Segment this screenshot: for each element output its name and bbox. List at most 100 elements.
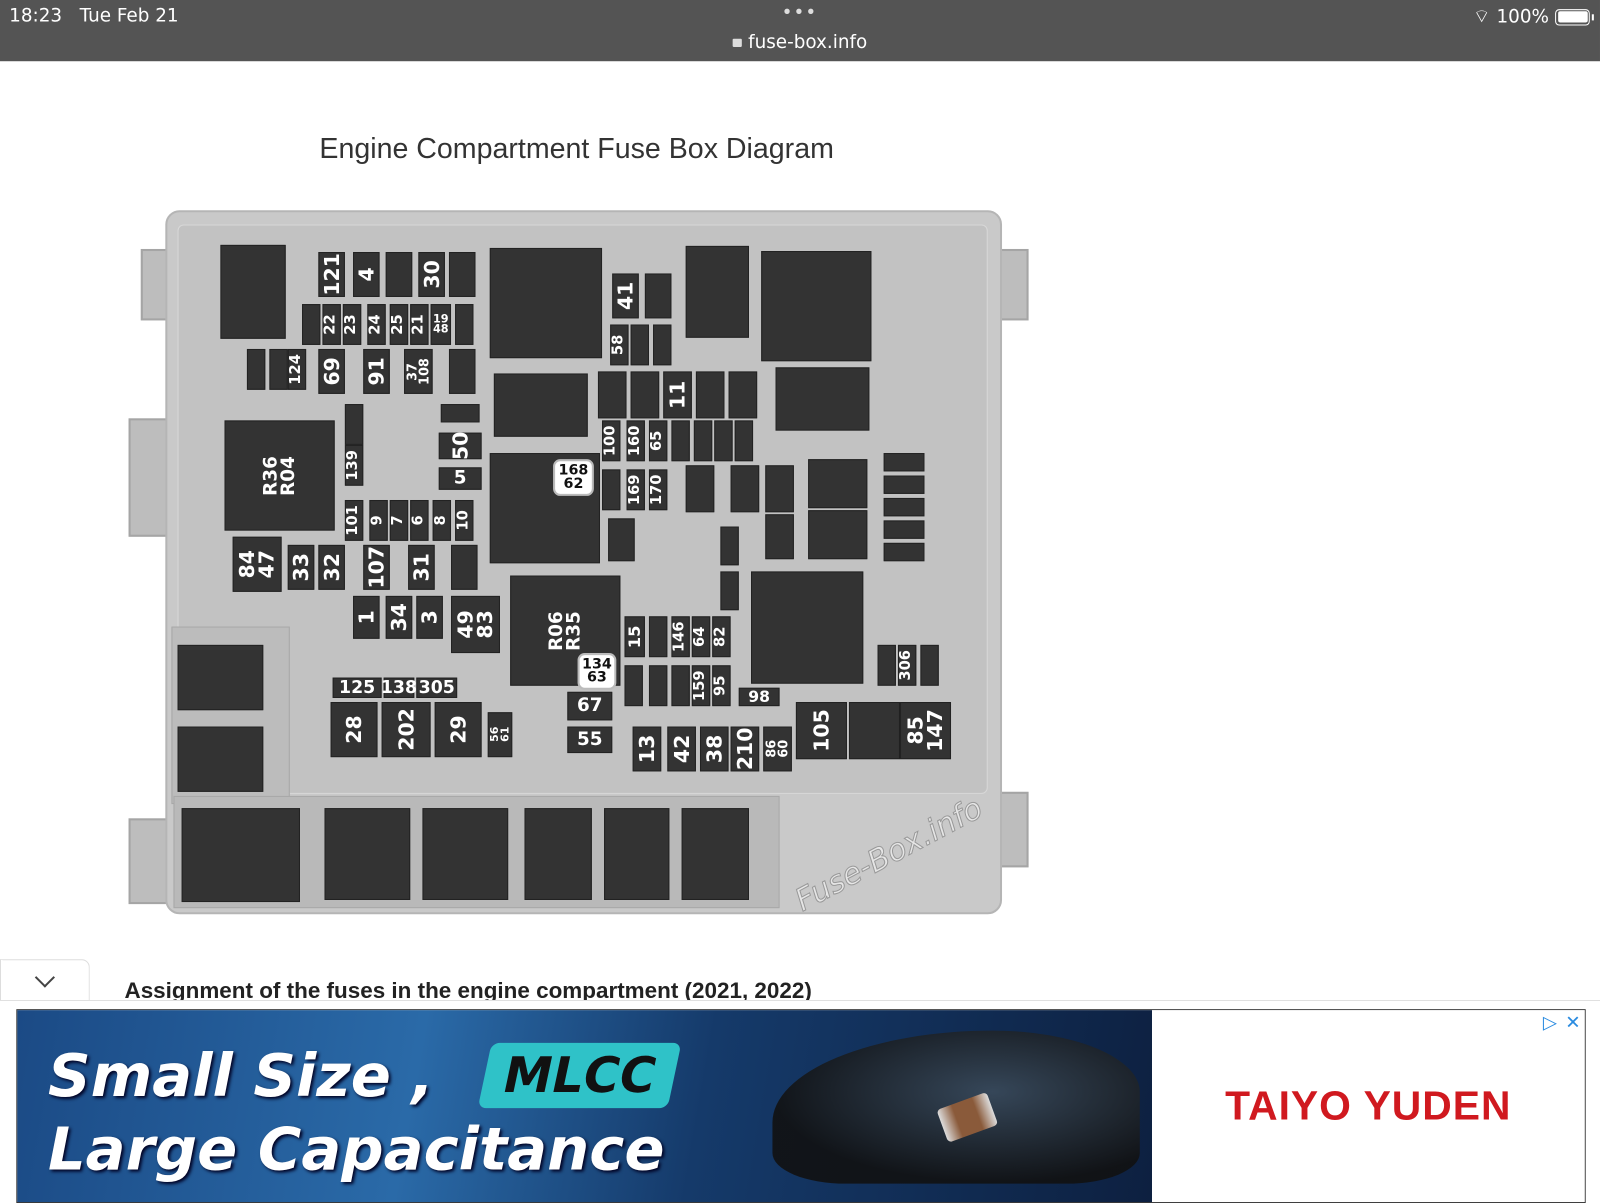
fuse: 69 [318,348,345,394]
fuse: 29 [434,702,482,758]
address-bar[interactable]: fuse-box.info [0,32,1600,53]
url-text: fuse-box.info [748,31,868,54]
page-title: Engine Compartment Fuse Box Diagram [319,132,834,165]
fuse [653,324,672,366]
battery-icon [1555,8,1594,25]
fuse-label: 7 [389,515,407,526]
fuse: 138 [380,677,418,698]
fuse [734,420,754,462]
fuse-label: 95 [712,675,729,696]
fuse: 33 [287,544,315,590]
fuse: 49 83 [451,595,500,654]
relay [422,808,509,900]
fuse-label: 8 [432,515,450,526]
fuse-label: 49 83 [453,610,497,639]
fuse-label: 5 [453,467,467,490]
fuse [451,544,478,590]
multitask-dots-icon[interactable]: ••• [781,2,818,24]
fuse: 107 [363,544,390,590]
fuse: 124 [287,348,307,390]
fuse: 159 [691,665,711,707]
fuse [877,644,896,686]
fuse [440,404,480,423]
browser-status-bar: 18:23 Tue Feb 21 ••• fuse-box.info ⌔ 100… [0,0,1600,62]
relay [524,808,592,900]
fuse-callout: 134 63 [577,653,617,690]
fuse-label: 69 [318,357,344,386]
relay [220,244,286,339]
fuse [685,465,715,513]
collapse-button[interactable] [0,959,90,1002]
fuse-label: 168 62 [558,461,589,492]
fuse-label: 38 [701,734,727,764]
fuse: 50 [438,431,482,461]
fuse-label: 107 [363,546,389,589]
fuse-label: 138 [380,677,418,698]
relay [761,251,872,362]
fuse: 67 [567,691,613,721]
fuse [693,420,713,462]
fuse [883,453,925,472]
fuse-label: 306 [898,649,915,681]
fuse-label: 3 [416,610,442,625]
fuse: 121 [318,252,345,297]
adchoices-icon[interactable]: ▷ [1542,1012,1558,1034]
fuse [269,348,288,390]
fuse-label: 9 [369,515,386,526]
close-ad-icon[interactable]: ✕ [1565,1012,1581,1034]
fuse: 64 [691,616,711,658]
fuse: 8 [432,499,452,541]
fuse: 3 [416,595,443,639]
ad-banner-container: Small Size , Large Capacitance MLCC TAIY… [0,999,1600,1203]
fuse: 305 [416,677,458,698]
fuse: 105 [795,702,847,760]
fuse-label: 32 [318,553,344,582]
fuse: 9 [369,499,388,541]
fuse: 95 [712,665,731,707]
fuse-label: R36 R04 [260,455,299,496]
fuse [630,371,660,419]
fuse-label: 50 [447,431,472,461]
fuse: 11 [663,371,692,419]
ad-brand-panel[interactable]: TAIYO YUDEN [1152,1010,1585,1203]
fuse-label: R06 R35 [545,610,585,651]
fuse [608,518,635,562]
fuse-label: 55 [577,729,603,751]
fuse-label: 82 [712,626,729,647]
fuse: 170 [648,469,668,511]
fuse-label: 30 [418,260,444,289]
fuse: 91 [363,348,390,394]
fuse [246,348,266,390]
fuse-label: 31 [408,553,434,582]
relay [751,571,864,684]
fuse-label: 125 [339,677,376,698]
ad-image[interactable]: Small Size , Large Capacitance MLCC [17,1010,1153,1203]
fuse [728,371,758,419]
relay [177,726,264,792]
fuse-label: 84 47 [234,550,279,579]
fuse: 34 [385,595,413,639]
fuse [344,404,364,445]
fuse: 210 [730,726,760,772]
fuse [671,665,690,707]
fuse [624,665,643,707]
fuse: 5 [438,467,482,490]
fuse-label: 10 [455,510,472,531]
fuse-label: 24 [367,314,384,335]
lock-icon [732,38,742,47]
fuse [671,420,690,462]
ad-banner[interactable]: Small Size , Large Capacitance MLCC TAIY… [16,1009,1586,1203]
fuse-label: 34 [386,603,411,632]
fuse-label: 170 [649,474,666,506]
fuse-label: 23 [343,314,360,335]
fuse-callout: 168 62 [553,459,594,496]
fuse [765,514,794,560]
fuse-label: 22 [322,314,339,335]
relay [775,367,870,431]
fuse [720,571,739,611]
fuse: 139 [344,444,364,486]
fuse: 169 [626,469,645,511]
fuse [920,644,939,686]
fuse: 19 48 [430,304,452,345]
fuse [883,542,925,562]
